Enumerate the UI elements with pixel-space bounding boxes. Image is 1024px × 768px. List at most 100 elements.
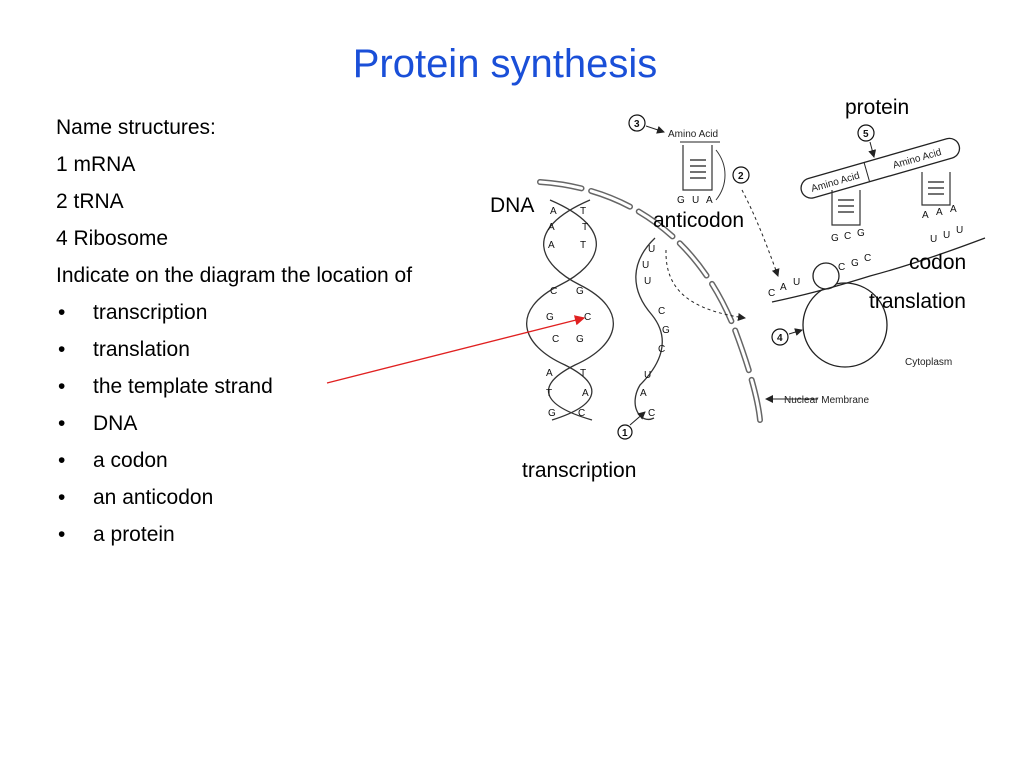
dna-base: A (548, 222, 555, 233)
marker-4-pointer (788, 328, 803, 336)
trna-3-body (921, 172, 951, 206)
instruction-heading: Name structures: (56, 116, 216, 139)
mrna-base: U (644, 370, 651, 381)
trna-3-anticodon: A A A (922, 204, 957, 221)
dna-base: T (580, 206, 586, 217)
marker-1-icon (617, 424, 633, 440)
dna-base: G (576, 334, 584, 345)
structure-item-mrna: 1 mRNA (56, 153, 136, 176)
mrna-base: C (648, 408, 655, 419)
dna-base: A (582, 388, 589, 399)
mrna-base: A (640, 388, 647, 399)
structure-item-trna: 2 tRNA (56, 190, 124, 213)
marker-1-pointer (629, 411, 646, 426)
dna-bases-right: T T T G C G T A C (576, 206, 591, 419)
codon-base: U (956, 225, 963, 236)
polypeptide-shape (800, 137, 961, 199)
mrna-base: C (658, 306, 665, 317)
dna-bases-left: A A A C G C A T G (546, 206, 559, 419)
structure-item-ribosome: 4 Ribosome (56, 227, 169, 250)
trna-2-helix (838, 199, 854, 213)
annotation-arrow (326, 315, 586, 384)
mrna-base: U (642, 260, 649, 271)
marker-4-icon (771, 328, 789, 346)
ribosome-mrna-bases: C A U C G C U U U (768, 225, 963, 299)
dna-base: T (546, 388, 552, 399)
bullet-text: the template strand (93, 375, 273, 398)
marker-1-label: 1 (622, 428, 628, 439)
codon-base: U (930, 234, 937, 245)
bullet-text: an anticodon (93, 486, 214, 509)
marker-5-pointer (868, 141, 877, 158)
codon-base: C (864, 253, 871, 264)
mrna-base: C (658, 344, 665, 355)
ribosome-small-subunit (812, 262, 840, 290)
dna-base: T (580, 240, 586, 251)
dna-strand-left (526, 199, 597, 421)
mrna-base: U (648, 244, 655, 255)
cytoplasm-label: Cytoplasm (905, 357, 952, 368)
anticodon-base: G (677, 195, 685, 206)
marker-3-icon (628, 114, 646, 132)
translation-label: translation (869, 290, 966, 313)
bullet-icon: • (58, 301, 66, 324)
dna-base: C (578, 408, 585, 419)
bullet-icon: • (58, 412, 66, 435)
anticodon-base: C (844, 231, 851, 242)
nuclear-membrane-label: Nuclear Membrane (784, 395, 869, 406)
dna-base: T (582, 222, 588, 233)
peptide-bond (863, 162, 871, 182)
anticodon-base: U (692, 195, 699, 206)
anticodon-base: G (857, 228, 865, 239)
polypeptide-chain: Amino Acid Amino Acid (800, 137, 961, 199)
trna-1-helix (690, 159, 706, 179)
dna-base: G (546, 312, 554, 323)
nuclear-membrane-inner (538, 180, 762, 422)
mrna-move-arrow (665, 249, 746, 321)
bullet-icon: • (58, 449, 66, 472)
protein-label: protein (845, 96, 910, 119)
marker-4-label: 4 (777, 333, 783, 344)
page-title: Protein synthesis (352, 42, 658, 86)
anticodon-base: A (936, 207, 943, 218)
trna-1-anticodon: G U A (677, 195, 713, 206)
anticodon-base: G (831, 233, 839, 244)
dna-base: C (552, 334, 559, 345)
codon-base: C (768, 288, 775, 299)
mrna-base: U (644, 276, 651, 287)
codon-base: U (943, 230, 950, 241)
trna-2-body (831, 190, 861, 226)
dna-base: A (546, 368, 553, 379)
dna-strand-right (543, 199, 614, 421)
trna-1-body (682, 145, 713, 191)
mrna-base: G (662, 325, 670, 336)
transcription-label: transcription (522, 459, 637, 482)
bullet-icon: • (58, 486, 66, 509)
mrna-bases: U U U C G C U A C (640, 244, 670, 419)
dna-label: DNA (490, 194, 535, 217)
marker-2-icon (732, 166, 750, 184)
mrna-strand (634, 237, 663, 421)
marker-3-pointer (645, 125, 665, 134)
amino-acid-label: Amino Acid (668, 129, 718, 140)
bullet-text: DNA (93, 412, 138, 435)
bullet-text: a protein (93, 523, 175, 546)
dna-base: C (550, 286, 557, 297)
anticodon-base: A (950, 204, 957, 215)
bullet-icon: • (58, 338, 66, 361)
trna-2-anticodon: G C G (831, 228, 865, 244)
marker-5-label: 5 (863, 129, 869, 140)
dna-base: A (548, 240, 555, 251)
codon-base: C (838, 262, 845, 273)
bullet-icon: • (58, 523, 66, 546)
bullet-text: translation (93, 338, 190, 361)
bullet-icon: • (58, 375, 66, 398)
anticodon-label: anticodon (653, 209, 745, 232)
marker-2-label: 2 (738, 171, 744, 182)
trna-move-arrow (741, 189, 780, 277)
bullet-text: a codon (93, 449, 168, 472)
codon-base: U (793, 277, 800, 288)
codon-label: codon (909, 251, 967, 274)
anticodon-base: A (706, 195, 713, 206)
